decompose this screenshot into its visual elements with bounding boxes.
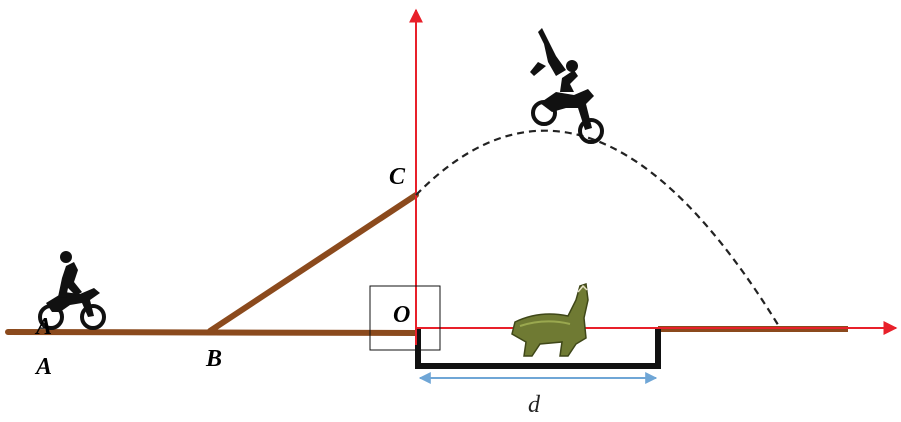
ground-track	[5, 192, 848, 336]
label-o: O	[393, 302, 410, 328]
crocodile-icon	[511, 282, 589, 357]
motorcycle-rider-icon	[38, 251, 106, 330]
ramp	[207, 192, 419, 334]
trajectory-curve	[415, 129, 781, 329]
stunt-rider-icon	[530, 28, 604, 144]
label-b: B	[205, 346, 222, 372]
origin-box	[369, 285, 441, 351]
pit	[415, 329, 661, 369]
label-c: C	[389, 164, 406, 190]
label-a: A	[34, 354, 52, 380]
label-a-on-bike: A	[34, 314, 52, 340]
label-d: d	[528, 392, 541, 418]
